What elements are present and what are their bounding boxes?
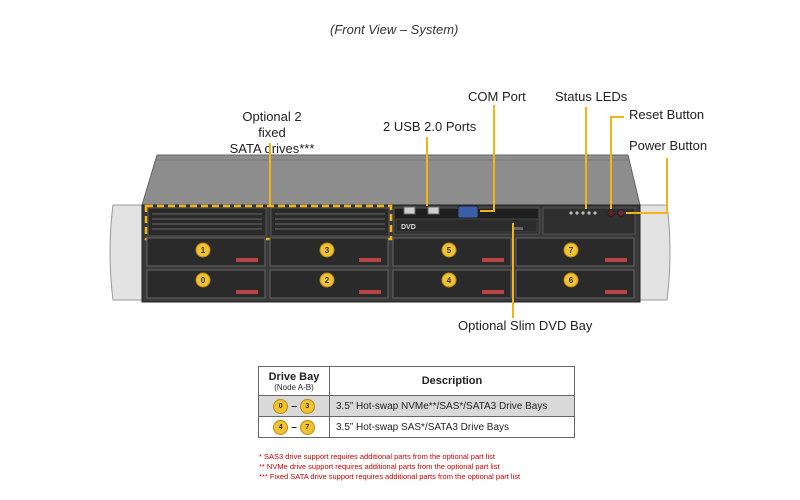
bay-range-cell: 4–7 — [258, 416, 330, 438]
bay-range-cell: 0–3 — [258, 395, 330, 417]
bay-badges: 1 3 5 7 0 2 4 6 — [195, 242, 579, 288]
power-button[interactable] — [617, 209, 625, 217]
bay-badge-4-label: 4 — [447, 276, 452, 285]
server-front-diagram: DVD — [109, 105, 671, 318]
bay-badge-6-label: 6 — [569, 276, 574, 285]
com-port-callout: COM Port — [468, 89, 526, 104]
footnote-sas3: * SAS3 drive support requires additional… — [259, 452, 495, 461]
drive-bay-table: Drive Bay (Node A-B) Description 0–3 3.5… — [258, 366, 575, 438]
usb-ports-callout: 2 USB 2.0 Ports — [383, 119, 477, 134]
footnote-nvme: ** NVMe drive support requires additiona… — [259, 462, 500, 471]
bay-badge-3 — [319, 242, 335, 258]
dvd-bay-callout: Optional Slim DVD Bay — [458, 318, 593, 333]
callout-leaders — [269, 105, 668, 318]
description-cell: 3.5” Hot-swap NVMe**/SAS*/SATA3 Drive Ba… — [329, 395, 575, 417]
bay-badge-0-label: 0 — [201, 276, 206, 285]
bay-badge-1 — [195, 242, 211, 258]
drive-bay-header: Drive Bay (Node A-B) — [258, 366, 330, 396]
bay-badge-0 — [195, 272, 211, 288]
bay-badge-7-label: 7 — [569, 246, 574, 255]
figure-caption: (Front View – System) — [330, 22, 459, 37]
reset-button-leader — [610, 116, 624, 209]
reset-button[interactable] — [607, 209, 615, 217]
fixed-drives-callout-line1: Optional 2 fixed — [242, 109, 302, 140]
description-cell: 3.5” Hot-swap SAS*/SATA3 Drive Bays — [329, 416, 575, 438]
bay-badge-5 — [441, 242, 457, 258]
com-port — [457, 205, 479, 219]
footnote-fixed-sata: *** Fixed SATA drive support requires ad… — [259, 472, 521, 481]
dvd-logo-text: DVD — [401, 224, 416, 231]
usb-port-2 — [427, 206, 440, 215]
usb-port-1 — [403, 206, 416, 215]
bay-badge-2 — [319, 272, 335, 288]
bay-badge-2-label: 2 — [325, 276, 330, 285]
status-leds — [569, 211, 597, 215]
status-leds-callout: Status LEDs — [555, 89, 628, 104]
fixed-drive-slots — [147, 207, 390, 237]
table-header-row: Drive Bay (Node A-B) Description — [258, 366, 575, 396]
bay-range-start-badge: 0 — [273, 398, 289, 414]
description-header: Description — [329, 366, 575, 396]
left-rack-ear — [109, 204, 143, 301]
power-button-leader — [626, 158, 668, 214]
bay-range-end-badge: 3 — [299, 398, 315, 414]
power-button-callout: Power Button — [629, 138, 708, 153]
reset-button-callout: Reset Button — [629, 107, 705, 122]
bay-range-start-badge: 4 — [273, 419, 289, 435]
bay-badge-7 — [563, 242, 579, 258]
bay-badge-6 — [563, 272, 579, 288]
chassis-top — [141, 154, 641, 206]
table-row: 4–7 3.5” Hot-swap SAS*/SATA3 Drive Bays — [258, 416, 575, 438]
right-rack-ear — [639, 204, 671, 301]
bay-badge-3-label: 3 — [325, 246, 330, 255]
table-row: 0–3 3.5” Hot-swap NVMe**/SAS*/SATA3 Driv… — [258, 395, 575, 417]
fixed-drives-callout-line2: SATA drives*** — [229, 141, 315, 156]
drive-bay-header-label: Drive Bay — [268, 370, 320, 383]
com-port-leader — [480, 105, 495, 212]
footnotes: * SAS3 drive support requires additional… — [259, 452, 520, 482]
bay-badge-1-label: 1 — [201, 246, 206, 255]
fixed-drives-callout: Optional 2 fixed SATA drives*** — [229, 109, 315, 157]
fixed-drives-highlight — [144, 204, 393, 241]
bay-range-end-badge: 7 — [299, 419, 315, 435]
bay-badge-4 — [441, 272, 457, 288]
drive-bay-5[interactable] — [392, 237, 512, 267]
drive-bay-header-sub: (Node A-B) — [274, 382, 314, 392]
bay-badge-5-label: 5 — [447, 246, 452, 255]
dvd-drive — [395, 218, 538, 233]
